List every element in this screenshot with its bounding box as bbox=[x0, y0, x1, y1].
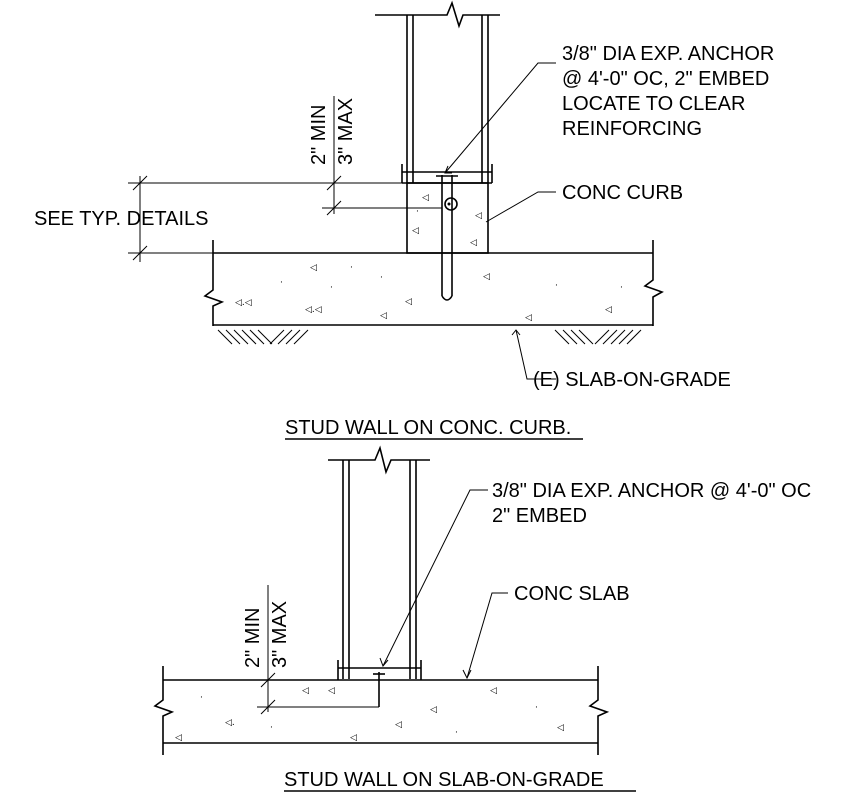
stud-wall-1 bbox=[375, 0, 500, 184]
earth-hatch-1 bbox=[217, 329, 642, 345]
svg-text:·: · bbox=[280, 278, 283, 288]
svg-text:◁.◁: ◁.◁ bbox=[305, 305, 322, 315]
anchor-note-2-line1: 3/8" DIA EXP. ANCHOR @ 4'-0" OC bbox=[492, 480, 811, 502]
svg-text:◁: ◁ bbox=[475, 211, 482, 221]
detail-curb: ◁ ◁ ◁ ◁ · ◁ · ◁.◁ ◁.◁ ◁ ◁ ◁ bbox=[34, 0, 774, 440]
anchor-note-1-line1: 3/8" DIA EXP. ANCHOR bbox=[562, 43, 774, 65]
slab-leader-2 bbox=[466, 592, 508, 679]
svg-text:◁: ◁ bbox=[380, 311, 387, 321]
svg-text:◁: ◁ bbox=[328, 686, 335, 696]
break-line-2 bbox=[328, 445, 430, 475]
detail-2-title: STUD WALL ON SLAB-ON-GRADE bbox=[284, 769, 604, 791]
svg-text:◁: ◁ bbox=[490, 686, 497, 696]
break-line bbox=[375, 0, 500, 29]
svg-text:◁: ◁ bbox=[470, 238, 477, 248]
svg-text:◁: ◁ bbox=[483, 272, 490, 282]
svg-text:◁: ◁ bbox=[525, 313, 532, 323]
detail-slab: ◁ ◁ ◁. ◁ ◁ ◁ ◁ ◁ ◁ · · · · 3/8" DIA bbox=[153, 445, 811, 792]
svg-text:·: · bbox=[330, 283, 333, 293]
anchor-note-1-line3: LOCATE TO CLEAR bbox=[562, 93, 745, 115]
slab-leader-arrow-2 bbox=[462, 669, 472, 680]
anchor-bolt-1 bbox=[436, 175, 458, 301]
slab-on-grade-note: (E) SLAB-ON-GRADE bbox=[533, 369, 731, 391]
anchor-leader-2 bbox=[382, 489, 488, 667]
dim-3-max-2: 3" MAX bbox=[269, 601, 291, 668]
svg-text:◁: ◁ bbox=[302, 686, 309, 696]
curb-note: CONC CURB bbox=[562, 182, 683, 204]
dim-2-min-1: 2" MIN bbox=[308, 105, 330, 165]
dimension-anchor-edge-2 bbox=[257, 585, 379, 715]
anchor-leader-1 bbox=[444, 62, 556, 174]
svg-text:·: · bbox=[555, 281, 558, 291]
svg-text:◁: ◁ bbox=[175, 733, 182, 743]
svg-text:◁.◁: ◁.◁ bbox=[235, 298, 252, 308]
svg-text:·: · bbox=[416, 207, 419, 217]
dim-2-min-2: 2" MIN bbox=[242, 608, 264, 668]
conc-slab-2: ◁ ◁ ◁. ◁ ◁ ◁ ◁ ◁ ◁ · · · · bbox=[153, 666, 610, 755]
anchor-note-1-line4: REINFORCING bbox=[562, 118, 702, 140]
svg-text:◁: ◁ bbox=[422, 193, 429, 203]
svg-text:◁: ◁ bbox=[430, 705, 437, 715]
svg-text:·: · bbox=[380, 273, 383, 283]
svg-text:·: · bbox=[270, 723, 273, 733]
anchor-note-2-line2: 2" EMBED bbox=[492, 505, 587, 527]
svg-text:·: · bbox=[535, 703, 538, 713]
anchor-leader-arrow-2 bbox=[379, 657, 389, 667]
svg-text:◁: ◁ bbox=[557, 723, 564, 733]
see-typ-details-note: SEE TYP. DETAILS bbox=[34, 208, 209, 230]
anchor-leader-arrow-1 bbox=[444, 165, 452, 174]
anchor-bolt-2 bbox=[373, 672, 385, 707]
svg-text:·: · bbox=[620, 283, 623, 293]
conc-curb: ◁ ◁ ◁ ◁ · bbox=[406, 182, 489, 254]
svg-text:·: · bbox=[455, 728, 458, 738]
svg-text:◁: ◁ bbox=[395, 720, 402, 730]
conc-slab-note: CONC SLAB bbox=[514, 583, 630, 605]
dim-3-max-1: 3" MAX bbox=[335, 98, 357, 165]
dimension-anchor-edge-1 bbox=[322, 96, 442, 216]
slab-leader-1 bbox=[515, 329, 556, 380]
anchor-note-1-line2: @ 4'-0" OC, 2" EMBED bbox=[562, 68, 769, 90]
slab-leader-arrow-1 bbox=[511, 329, 521, 336]
svg-text:◁.: ◁. bbox=[225, 718, 235, 728]
dimension-curb-height bbox=[128, 175, 407, 262]
svg-text:◁: ◁ bbox=[310, 263, 317, 273]
svg-text:◁: ◁ bbox=[412, 226, 419, 236]
svg-text:◁: ◁ bbox=[605, 305, 612, 315]
stud-wall-2 bbox=[328, 445, 430, 680]
svg-text:·: · bbox=[200, 693, 203, 703]
svg-text:·: · bbox=[350, 263, 353, 273]
svg-text:◁: ◁ bbox=[350, 733, 357, 743]
detail-1-title: STUD WALL ON CONC. CURB. bbox=[285, 417, 571, 439]
svg-text:◁: ◁ bbox=[405, 297, 412, 307]
curb-leader bbox=[485, 191, 556, 223]
slab-on-grade-1: ◁ · ◁.◁ ◁.◁ ◁ ◁ ◁ ◁ · · ◁ · · · bbox=[203, 240, 664, 326]
